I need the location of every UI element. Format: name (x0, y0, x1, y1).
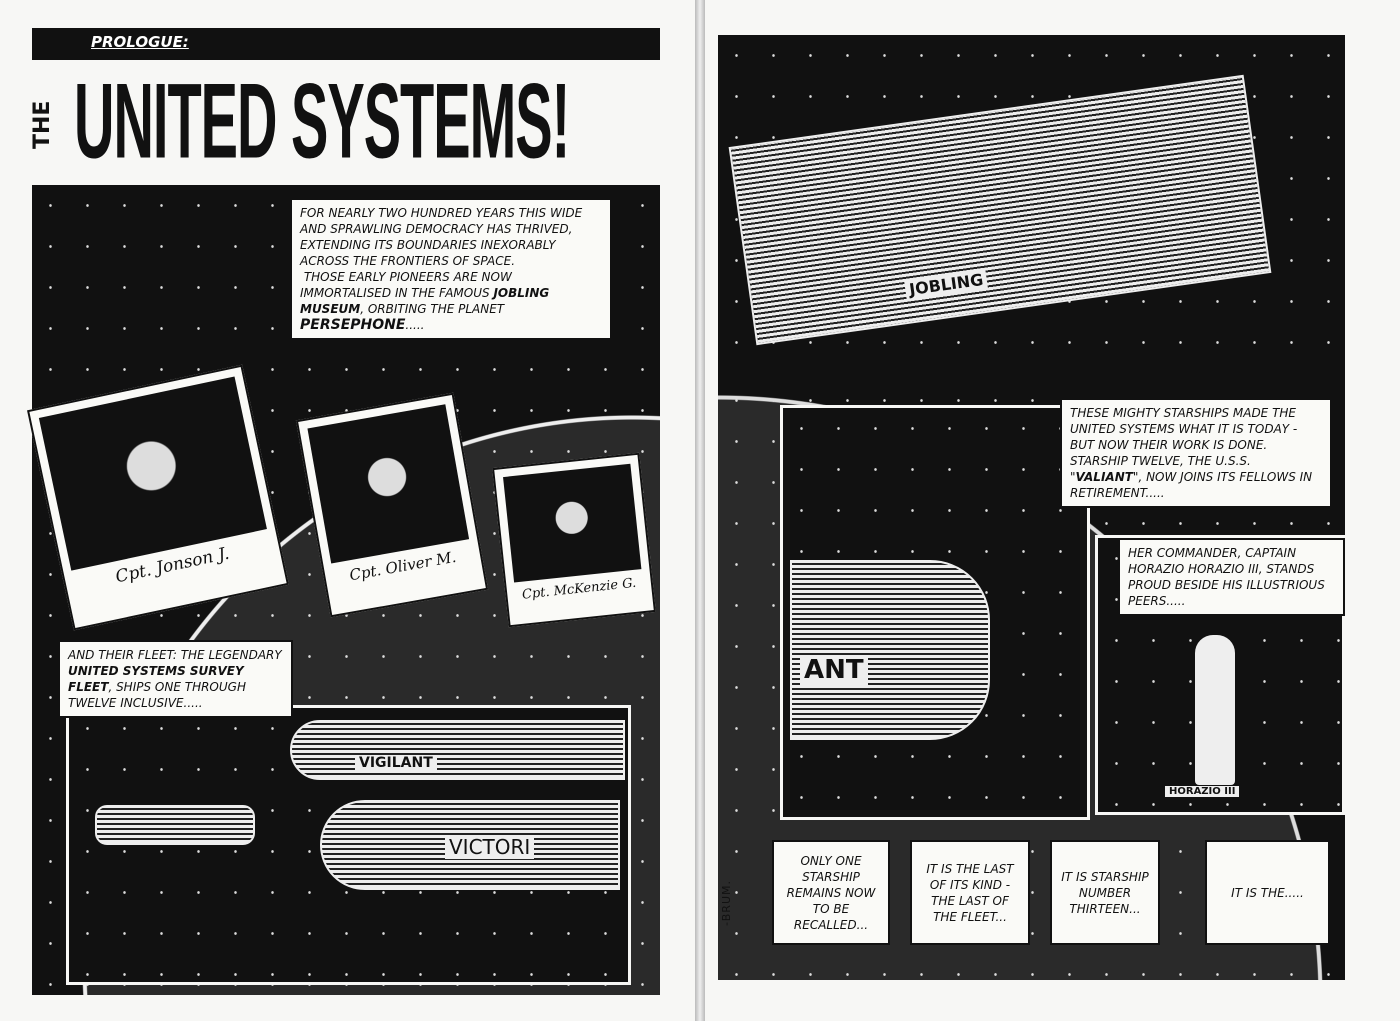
portrait-photo: Cpt. Oliver M. (295, 392, 489, 618)
caption-box: It is starship number thirteen... (1050, 840, 1160, 945)
caption-fleet: And their fleet: The legendary United Sy… (58, 640, 293, 718)
title-the: THE (30, 100, 55, 150)
caption-text: These mighty starships made the United S… (1070, 406, 1298, 484)
hull-label: ANT (800, 655, 868, 685)
statue-plaque: HORAZIO III (1165, 786, 1240, 797)
ship-label: VIGILANT (355, 755, 437, 771)
caption-text: Those early pioneers are now immortalise… (300, 270, 512, 300)
museum-name: Jobling Museum (300, 286, 550, 316)
ship-label: VICTORI (445, 835, 535, 859)
starship-art (95, 805, 255, 845)
caption-starships: These mighty starships made the United S… (1060, 398, 1332, 508)
caption-text: , orbiting the planet (360, 302, 505, 316)
artist-signature: -BRUM. (720, 880, 733, 926)
fleet-name: United Systems Survey Fleet (68, 664, 244, 694)
valiant-hull-art (790, 560, 990, 740)
portrait-photo: Cpt. McKenzie G. (492, 452, 656, 628)
planet-name: Persephone (300, 317, 406, 333)
caption-text: ..... (405, 318, 425, 332)
portrait-image (503, 463, 642, 583)
caption-text: , ships one through twelve inclusive....… (68, 680, 246, 710)
caption-box: It is the last of its kind - the last of… (910, 840, 1030, 945)
caption-box: Only one starship remains now to be reca… (772, 840, 890, 945)
ship-name: Valiant (1075, 470, 1133, 484)
caption-commander: Her commander, Captain Horazio Horazio I… (1118, 538, 1345, 616)
caption-intro: For nearly two hundred years this wide a… (290, 198, 612, 340)
starship-art (290, 720, 625, 780)
portrait-image (307, 404, 470, 564)
portrait-photo: Cpt. Jonson J. (27, 364, 289, 631)
page-title: UNITED SYSTEMS! (74, 60, 570, 181)
caption-text: For nearly two hundred years this wide a… (300, 206, 583, 268)
caption-text: ", now joins its fellows in retirement..… (1070, 470, 1313, 500)
caption-box: It is the..... (1205, 840, 1330, 945)
caption-text: And their fleet: The legendary (68, 648, 282, 662)
commander-statue-art (1195, 635, 1235, 785)
prologue-label: PROLOGUE: (85, 33, 195, 51)
book-gutter (695, 0, 705, 1021)
